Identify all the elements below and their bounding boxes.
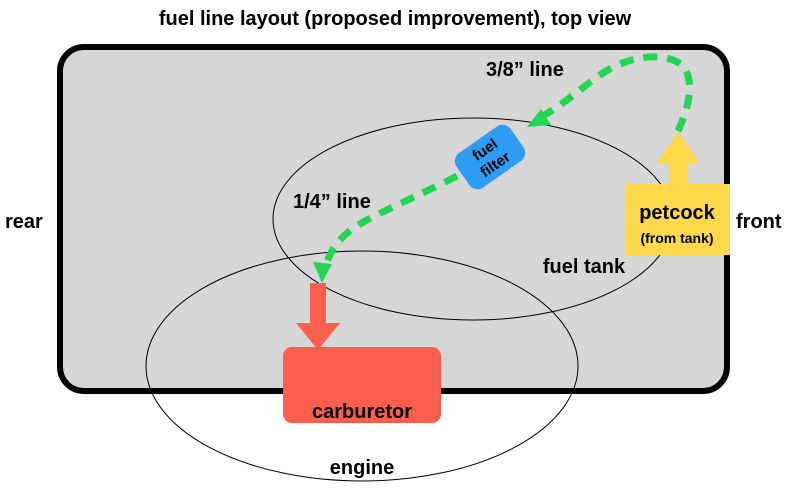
petcock-label: petcock	[639, 202, 715, 224]
carburetor-label: carburetor	[312, 401, 412, 423]
rear-label: rear	[5, 211, 43, 233]
carburetor-arrow	[296, 283, 340, 350]
fuel-line-1-4	[322, 172, 459, 267]
fuel-line-1-4-arrowhead	[313, 262, 332, 283]
front-label: front	[736, 211, 782, 233]
petcock-sublabel: (from tank)	[640, 230, 713, 246]
diagram-title: fuel line layout (proposed improvement),…	[159, 8, 632, 30]
petcock-box	[626, 184, 730, 255]
petcock-arrow	[656, 132, 700, 186]
carburetor-box	[283, 347, 441, 423]
engine-label: engine	[330, 457, 394, 479]
fuel-line-3-8-arrowhead	[527, 109, 551, 127]
fuel-tank-label: fuel tank	[543, 256, 626, 278]
line-1-4-label: 1/4” line	[293, 191, 371, 213]
line-3-8-label: 3/8” line	[486, 59, 564, 81]
engine-outline	[145, 250, 579, 482]
